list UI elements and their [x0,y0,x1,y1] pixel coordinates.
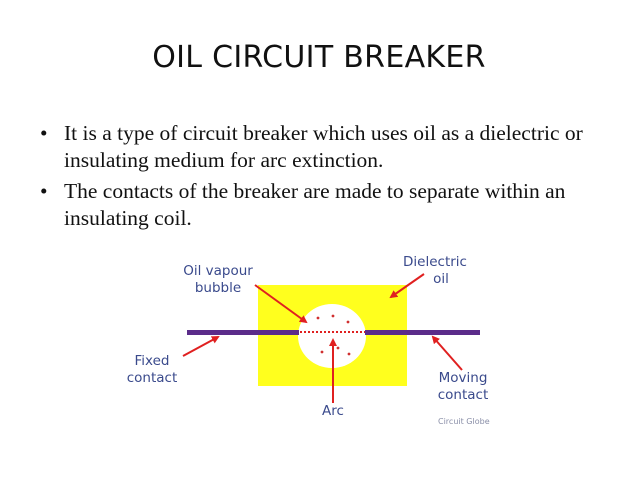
bubble-dots [316,314,351,356]
label-fixed-contact-line2: contact [127,370,178,386]
fixed-contact-bar [187,330,299,335]
label-dielectric-oil-line1: Dielectric [403,254,467,270]
label-moving-contact-line1: Moving [439,370,488,386]
bullet-item: • The contacts of the breaker are made t… [40,178,610,232]
slide-title: OIL CIRCUIT BREAKER [152,40,486,75]
bullet-text: It is a type of circuit breaker which us… [64,121,583,172]
bullet-icon: • [40,179,48,203]
bullet-item: • It is a type of circuit breaker which … [40,120,610,174]
arrow-moving-contact [431,335,463,371]
arrow-oil-vapour-bubble [254,284,308,324]
arrow-dielectric-oil [389,273,425,299]
label-fixed-contact-line1: Fixed [135,353,170,369]
label-oil-vapour-bubble-line2: bubble [195,280,241,296]
label-moving-contact-line2: contact [438,387,489,403]
bullet-text: The contacts of the breaker are made to … [64,179,566,230]
bullet-list: • It is a type of circuit breaker which … [40,120,610,236]
label-dielectric-oil-line2: oil [433,271,449,287]
watermark: Circuit Globe [438,417,490,426]
label-oil-vapour-bubble-line1: Oil vapour [183,263,253,279]
vapour-bubble [298,304,366,368]
label-arc: Arc [322,403,344,419]
bullet-icon: • [40,121,48,145]
moving-contact-bar [365,330,480,335]
arrow-fixed-contact [182,336,220,357]
